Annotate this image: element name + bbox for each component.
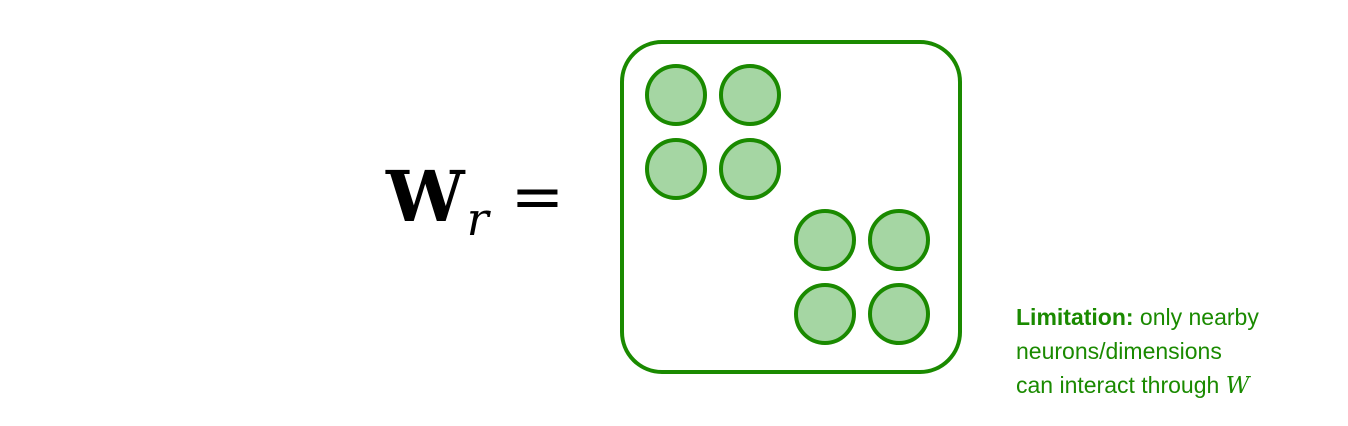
neuron-circle <box>868 209 930 271</box>
note-line-1: Limitation: only nearby <box>1016 300 1346 334</box>
note-variable: W <box>1225 373 1250 399</box>
equals-sign: = <box>510 160 565 234</box>
neuron-circle <box>719 64 781 126</box>
neuron-circle <box>794 209 856 271</box>
note-label: Limitation: <box>1016 304 1134 330</box>
note-text-3: can interact through <box>1016 372 1226 398</box>
matrix-frame <box>620 40 962 374</box>
matrix-subscript: r <box>466 192 489 246</box>
neuron-circle <box>868 283 930 345</box>
limitation-note: Limitation: only nearby neurons/dimensio… <box>1016 300 1346 403</box>
note-line-3: can interact through W <box>1016 368 1346 403</box>
neuron-circle <box>645 138 707 200</box>
note-line-2: neurons/dimensions <box>1016 338 1222 364</box>
neuron-circle <box>719 138 781 200</box>
matrix-symbol: W <box>386 155 465 238</box>
neuron-circle <box>645 64 707 126</box>
neuron-circle <box>794 283 856 345</box>
note-text-1: only nearby <box>1133 304 1259 330</box>
neuron-grid <box>645 64 930 345</box>
equation-label: Wr = <box>386 152 565 246</box>
